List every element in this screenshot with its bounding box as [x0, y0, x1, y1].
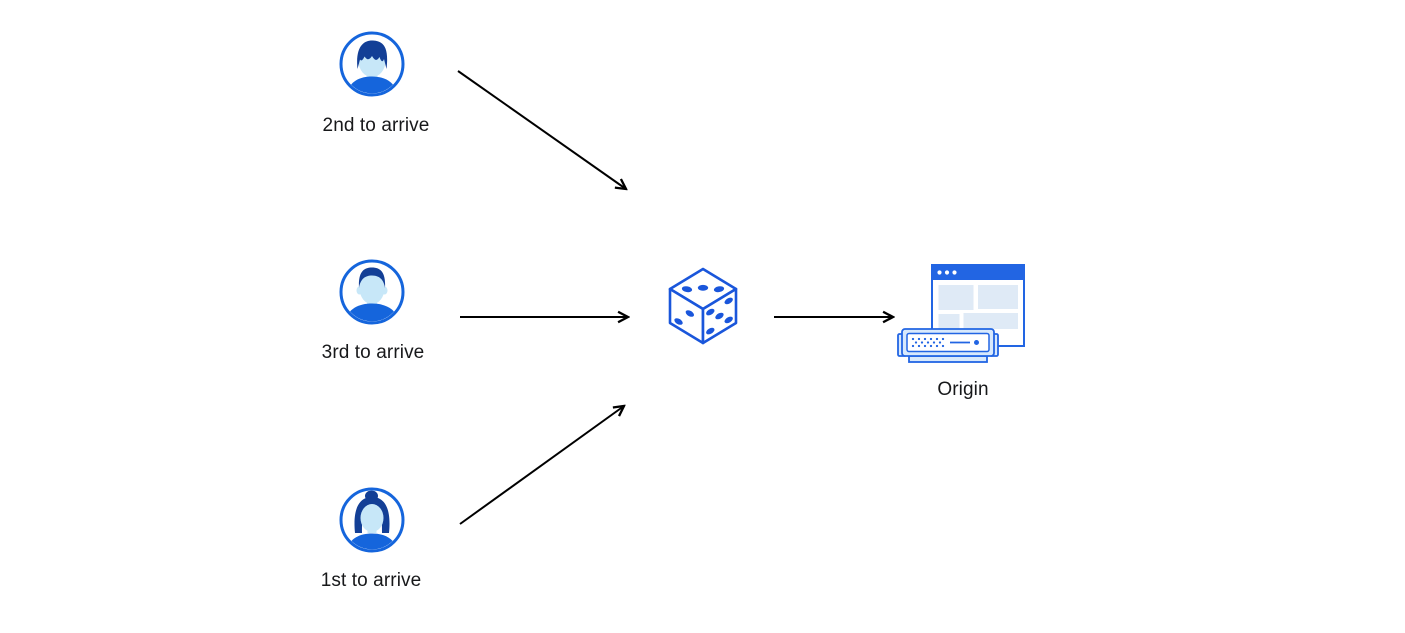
man-short-hair-avatar-icon [339, 259, 405, 325]
origin-label: Origin [937, 379, 989, 400]
woman-bun-avatar-icon [339, 487, 405, 553]
server-vent-dots [911, 337, 945, 348]
randomizer-node [666, 266, 740, 346]
arrow-client-top-to-dice [457, 70, 626, 189]
client-bottom-node [339, 487, 405, 553]
origin-server-browser-icon [897, 264, 1025, 363]
server-power-led [974, 340, 979, 345]
origin-node [896, 262, 1028, 364]
arrow-client-bottom-to-dice [459, 406, 624, 525]
client-top-node [339, 31, 405, 97]
client-middle-node [339, 259, 405, 325]
man-spiky-hair-avatar-icon [339, 31, 405, 97]
dice-icon [668, 267, 738, 345]
client-bottom-label: 1st to arrive [320, 570, 422, 591]
client-top-label: 2nd to arrive [322, 115, 430, 136]
client-middle-label: 3rd to arrive [321, 342, 425, 363]
